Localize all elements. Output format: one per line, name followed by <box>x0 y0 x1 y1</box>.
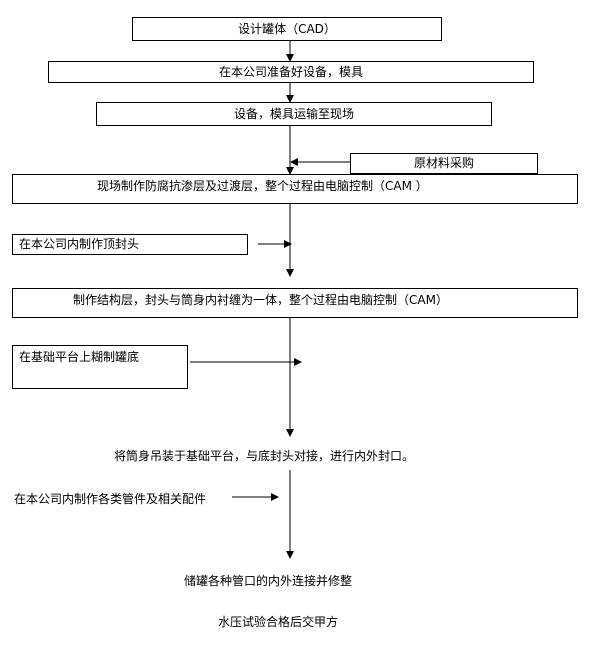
step-design-tank: 设计罐体（CAD） <box>132 17 442 41</box>
side-top-head-label: 在本公司内制作顶封头 <box>19 237 140 252</box>
side-pipe-fittings: 在本公司内制作各类管件及相关配件 <box>14 492 207 506</box>
step-prepare-equipment: 在本公司准备好设备，模具 <box>48 61 534 83</box>
side-raw-material-purchase: 原材料采购 <box>350 153 538 174</box>
step-structural-layer-label: 制作结构层，封头与筒身内衬缠为一体，整个过程由电脑控制（CAM） <box>73 293 448 307</box>
step-prepare-equipment-label: 在本公司准备好设备，模具 <box>218 64 363 79</box>
step-transport-to-site: 设备，模具运输至现场 <box>96 102 492 126</box>
step-anticorrosion-layer-label: 现场制作防腐抗渗层及过渡层，整个过程由电脑控制（CAM ） <box>97 179 428 193</box>
side-base-bottom: 在基础平台上糊制罐底 <box>12 345 188 389</box>
side-raw-material-purchase-label: 原材料采购 <box>413 156 474 171</box>
step-nozzle-connection: 储罐各种管口的内外连接并修整 <box>184 574 353 588</box>
step-transport-to-site-label: 设备，模具运输至现场 <box>233 106 354 121</box>
step-hoist-and-join: 将筒身吊装于基础平台，与底封头对接，进行内外封口。 <box>114 449 415 463</box>
side-base-bottom-label: 在基础平台上糊制罐底 <box>19 350 140 364</box>
step-hydro-test: 水压试验合格后交甲方 <box>218 615 339 629</box>
step-anticorrosion-layer: 现场制作防腐抗渗层及过渡层，整个过程由电脑控制（CAM ） <box>12 174 578 204</box>
step-design-tank-label: 设计罐体（CAD） <box>238 21 336 36</box>
step-structural-layer: 制作结构层，封头与筒身内衬缠为一体，整个过程由电脑控制（CAM） <box>12 288 578 318</box>
side-top-head: 在本公司内制作顶封头 <box>12 234 248 255</box>
